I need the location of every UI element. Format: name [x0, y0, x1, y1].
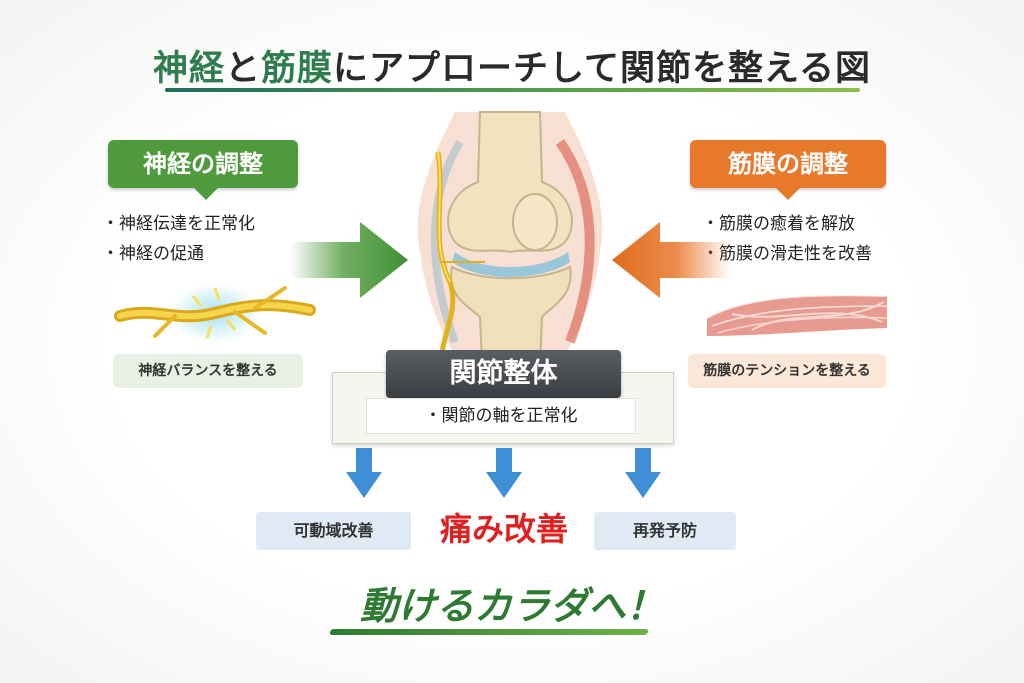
nerve-balance-label: 神経バランスを整える — [113, 354, 303, 388]
nerve-bullet: ・神経伝達を正常化 — [102, 214, 255, 234]
tagline-underline — [329, 629, 649, 635]
nerve-arrow-icon — [290, 222, 408, 298]
nerve-bullet: ・神経の促通 — [102, 244, 204, 264]
title-end: 整える図 — [728, 49, 871, 89]
title-nerve: 神経 — [153, 49, 226, 89]
knee-joint-illustration — [417, 111, 603, 363]
fascia-bullet: ・筋膜の癒着を解放 — [702, 214, 855, 234]
fascia-arrow-icon — [612, 222, 730, 298]
fascia-tension-label: 筋膜のテンションを整える — [688, 354, 886, 388]
title-fascia: 筋膜 — [261, 49, 334, 89]
nerve-bullet-list: ・神経伝達を正常化 ・神経の促通 — [102, 209, 322, 269]
tagline: 動けるカラダへ！ — [359, 584, 664, 628]
nerve-tag-pointer — [194, 188, 218, 200]
outcome-range-of-motion: 可動域改善 — [256, 512, 411, 550]
fascia-tag-pointer — [776, 188, 800, 200]
down-arrow-icon — [625, 448, 661, 498]
nerve-adjust-tag: 神経の調整 — [108, 140, 298, 188]
outcome-recurrence-prevention: 再発予防 — [594, 512, 736, 550]
fascia-bullet: ・筋膜の滑走性を改善 — [702, 244, 872, 264]
fascia-adjust-tag: 筋膜の調整 — [690, 140, 886, 188]
outcome-pain-relief: 痛み改善 — [439, 510, 568, 548]
down-arrow-icon — [486, 448, 522, 498]
title-wo: を — [692, 49, 729, 89]
joint-adjustment-tag: 関節整体 — [386, 350, 621, 398]
fascia-bullet-list: ・筋膜の癒着を解放 ・筋膜の滑走性を改善 — [702, 209, 942, 269]
title-joint: 関節 — [620, 49, 693, 89]
title-underline — [165, 88, 860, 92]
down-arrow-icon — [346, 448, 382, 498]
title-approach: にアプローチして — [333, 49, 620, 89]
title-to: と — [225, 49, 262, 89]
page-title: 神経と筋膜にアプローチして関節を整える図 — [0, 40, 1024, 91]
joint-axis-bullet: ・関節の軸を正常化 — [366, 398, 636, 434]
nerve-illustration — [114, 283, 316, 343]
fascia-illustration — [706, 294, 888, 336]
